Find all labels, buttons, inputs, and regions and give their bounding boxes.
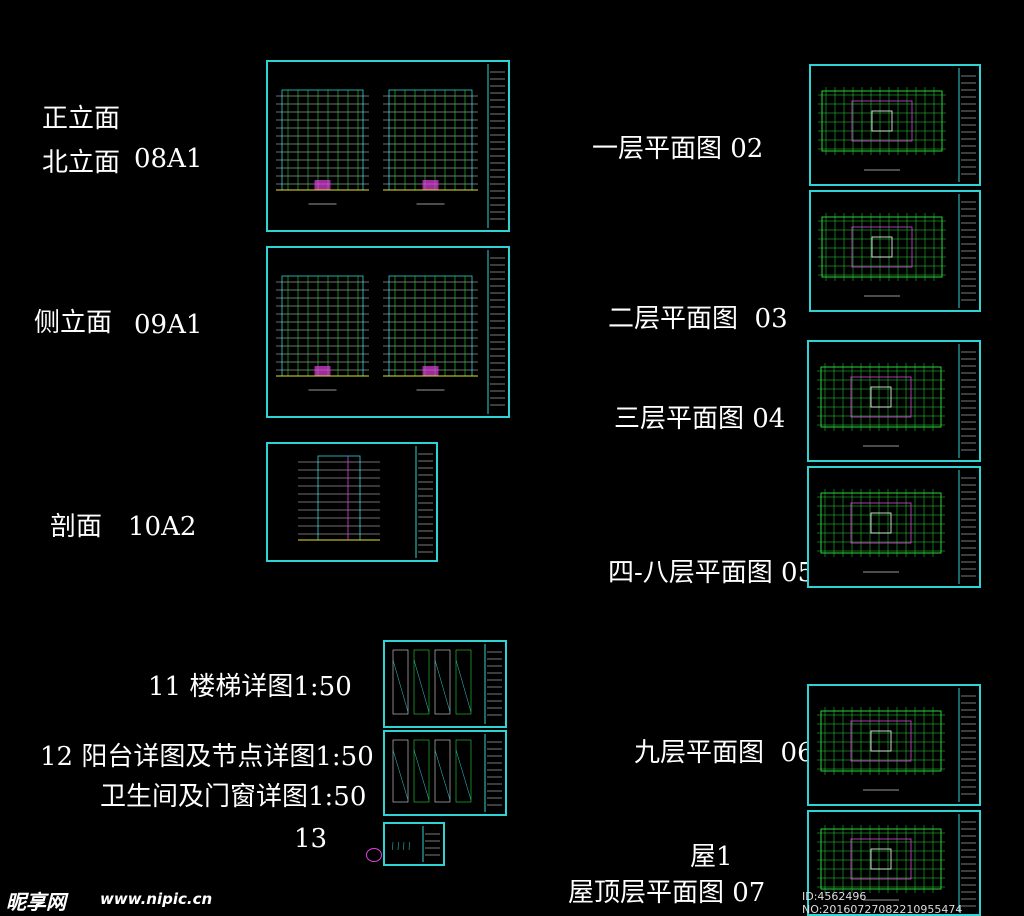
drawing-marker-icon bbox=[366, 848, 382, 862]
balcony-detail-sheet bbox=[383, 730, 507, 816]
stair-detail-label: 11 楼梯详图1:50 bbox=[148, 672, 352, 702]
floor-4-8-plan-sheet bbox=[807, 466, 981, 588]
stair-detail-sheet bbox=[383, 640, 507, 728]
balcony-detail-label: 12 阳台详图及节点详图1:50 bbox=[40, 742, 374, 772]
floor-3-plan-sheet bbox=[807, 340, 981, 462]
floor-2-plan-label: 二层平面图 03 bbox=[608, 304, 788, 334]
section-sheet bbox=[266, 442, 438, 562]
sheet-13-label: 13 bbox=[294, 824, 328, 854]
roof-1-label: 屋1 bbox=[690, 842, 733, 872]
sheet-code-09: 09A1 bbox=[134, 310, 203, 340]
floor-4-8-plan-label: 四-八层平面图 05 bbox=[608, 558, 815, 588]
front-north-elevation-sheet bbox=[266, 60, 510, 232]
north-elevation-label: 北立面 bbox=[42, 148, 121, 178]
sheet-code-08: 08A1 bbox=[134, 144, 203, 174]
watermark-logo: 昵享网 bbox=[6, 890, 66, 914]
bath-door-window-label: 卫生间及门窗详图1:50 bbox=[100, 782, 367, 812]
watermark-url: www.nipic.cn bbox=[100, 890, 213, 908]
sheet-code-10: 10A2 bbox=[128, 512, 197, 542]
section-label: 剖面 bbox=[50, 512, 103, 542]
floor-2-plan-sheet bbox=[809, 190, 981, 312]
floor-3-plan-label: 三层平面图 04 bbox=[614, 404, 786, 434]
floor-9-plan-label: 九层平面图 06 bbox=[634, 738, 814, 768]
front-elevation-label: 正立面 bbox=[42, 104, 121, 134]
floor-1-plan-label: 一层平面图 02 bbox=[592, 134, 764, 164]
roof-plan-sheet bbox=[807, 810, 981, 916]
roof-plan-label: 屋顶层平面图 07 bbox=[568, 878, 766, 908]
sheet-13-drawing bbox=[383, 822, 445, 866]
floor-9-plan-sheet bbox=[807, 684, 981, 806]
watermark-id: ID:4562496 NO:20160727082210955474 bbox=[802, 890, 963, 916]
floor-1-plan-sheet bbox=[809, 64, 981, 186]
side-elevation-label: 侧立面 bbox=[34, 308, 113, 338]
side-elevation-sheet bbox=[266, 246, 510, 418]
